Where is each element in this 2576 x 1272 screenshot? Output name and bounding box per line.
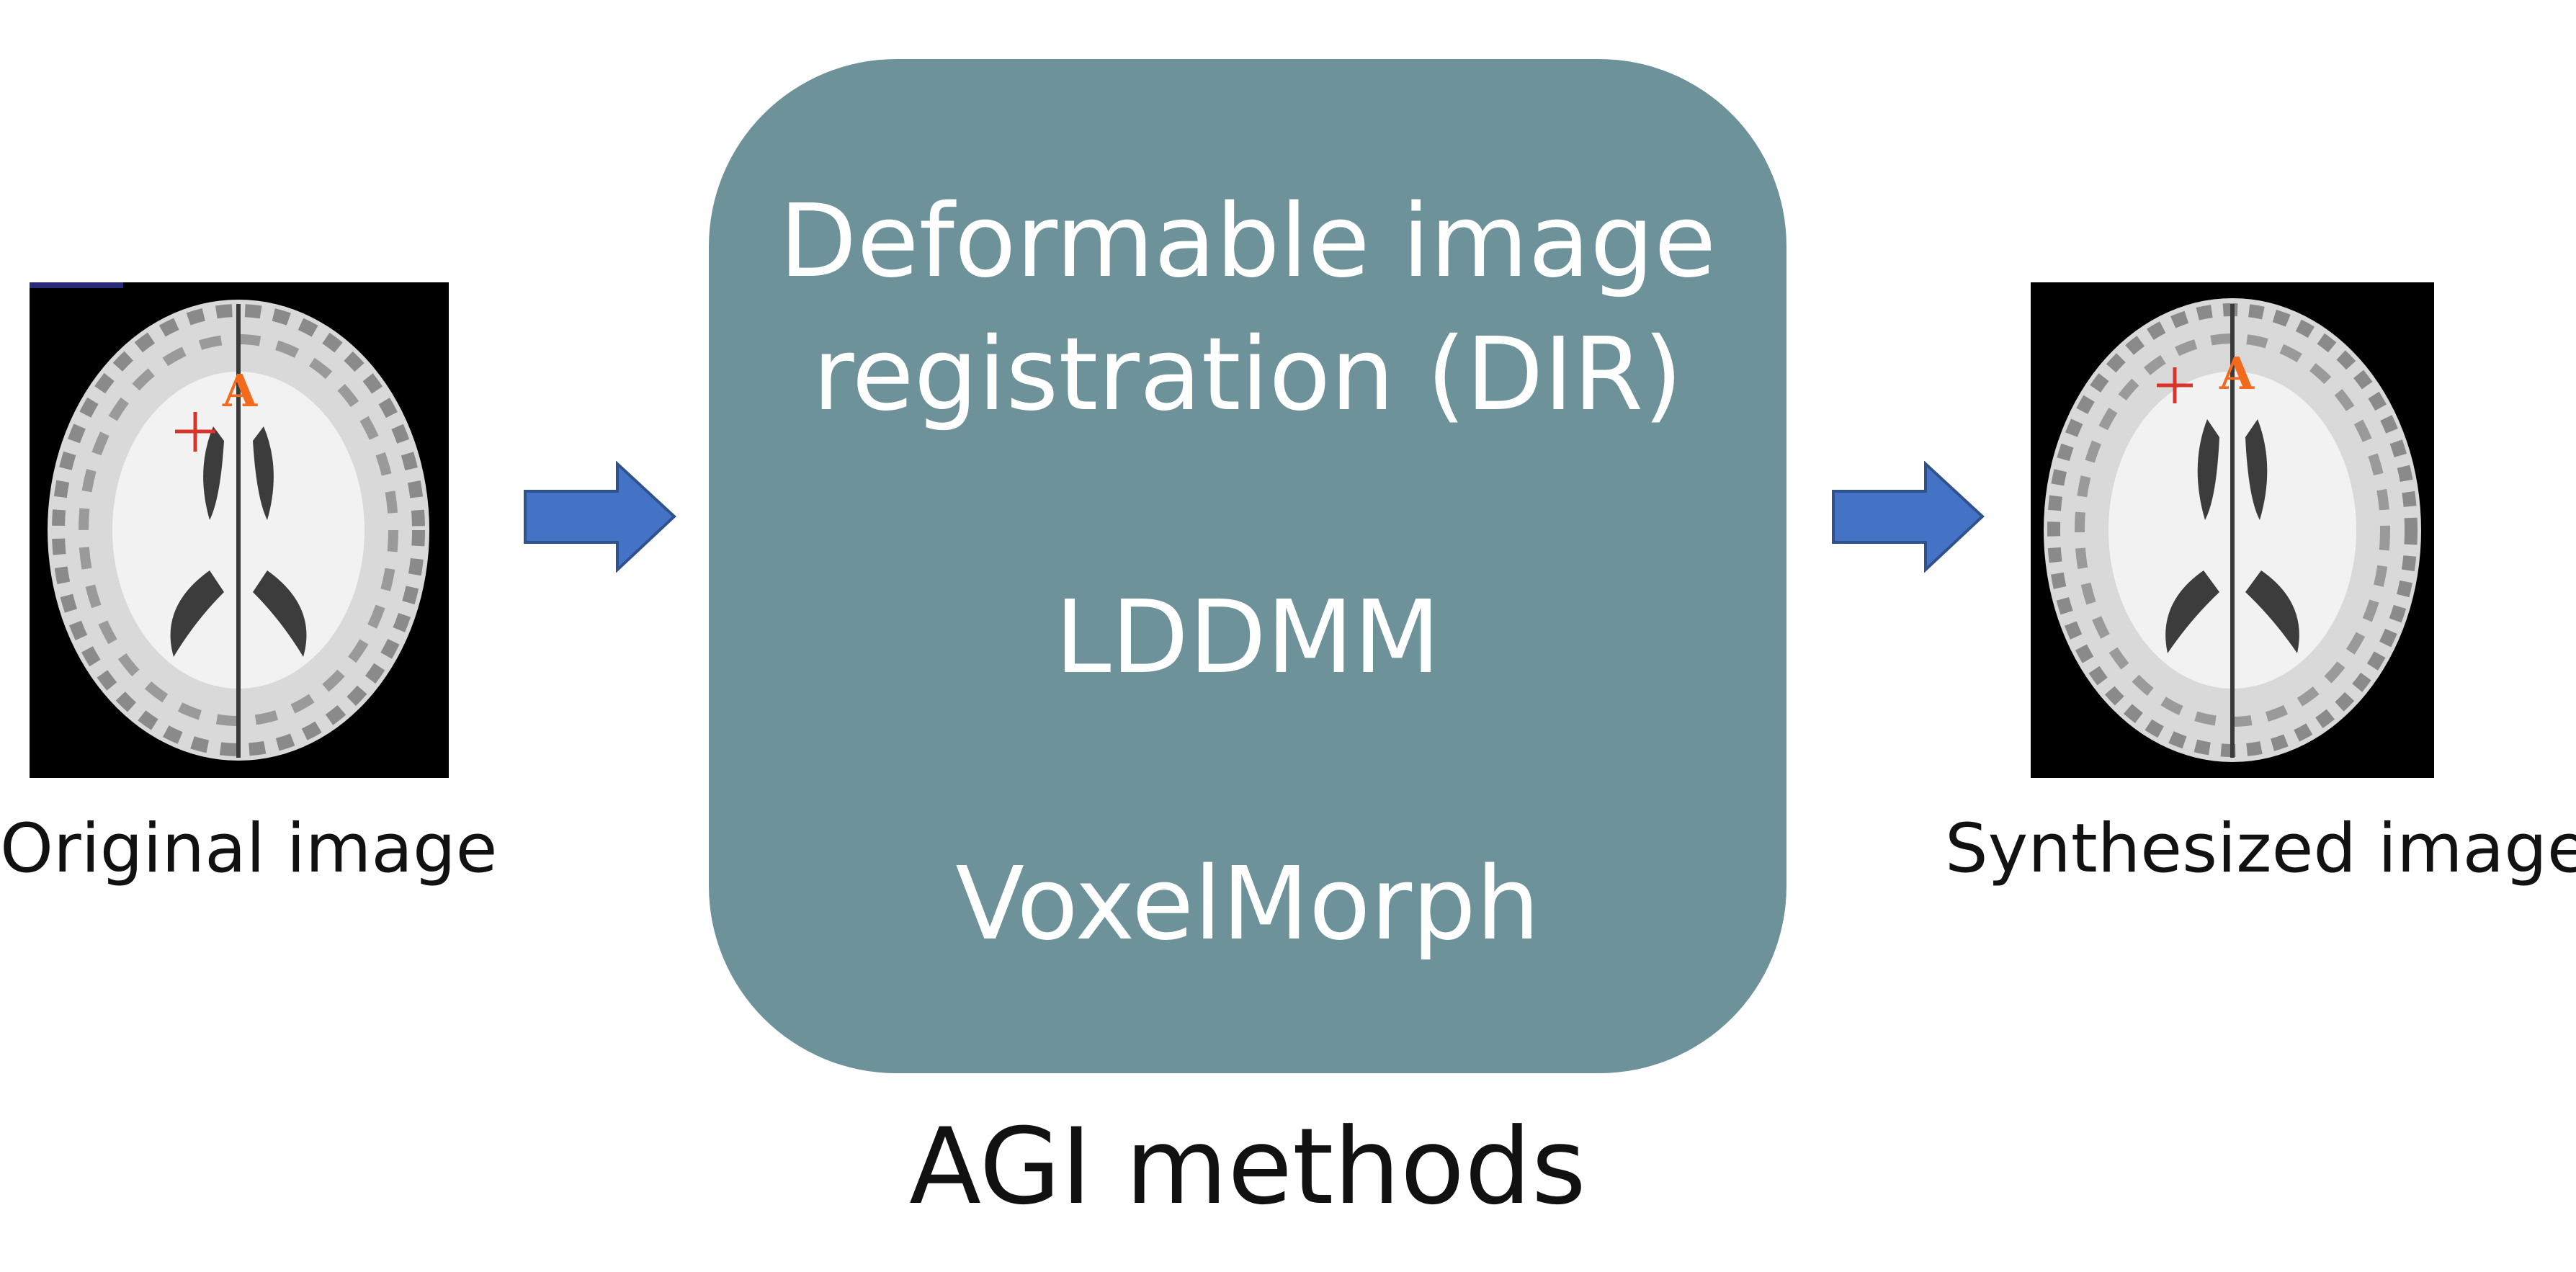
left-ventricle-front <box>2197 419 2219 520</box>
synthesized-brain-graphic: A <box>2044 298 2421 762</box>
corner-mark <box>30 282 123 288</box>
lddmm-label: LDDMM <box>1055 579 1441 697</box>
synthesized-image-caption: Synthesized image <box>1945 810 2576 888</box>
original-brain-graphic: A <box>30 282 429 761</box>
inner-folds <box>79 334 398 726</box>
voxelmorph-label: VoxelMorph <box>955 846 1540 963</box>
original-image-caption: Original image <box>0 810 498 888</box>
marker-cross <box>2157 367 2193 403</box>
right-ventricle-back <box>253 570 307 657</box>
original-brain-image: A <box>30 282 449 778</box>
marker-label: A <box>222 364 258 417</box>
dir-title-line1: Deformable image <box>779 183 1717 300</box>
agi-methods-title: AGI methods <box>909 1106 1586 1228</box>
left-ventricle-back <box>2165 570 2219 653</box>
marker-cross <box>175 412 215 452</box>
dir-title-line2: registration (DIR) <box>813 316 1683 434</box>
left-ventricle-back <box>170 570 224 657</box>
marker-label: A <box>2219 347 2255 400</box>
right-ventricle-front <box>2245 419 2268 520</box>
synthesized-brain-image: A <box>2031 282 2434 778</box>
cortex-folds <box>52 304 425 756</box>
arrow-right-icon <box>1832 461 1985 573</box>
method-box: Deformable image registration (DIR) LDDM… <box>709 59 1786 1073</box>
arrow-right-icon <box>524 461 676 573</box>
right-ventricle-back <box>2245 570 2299 653</box>
left-ventricle-front <box>203 426 224 520</box>
right-ventricle-front <box>253 426 274 520</box>
